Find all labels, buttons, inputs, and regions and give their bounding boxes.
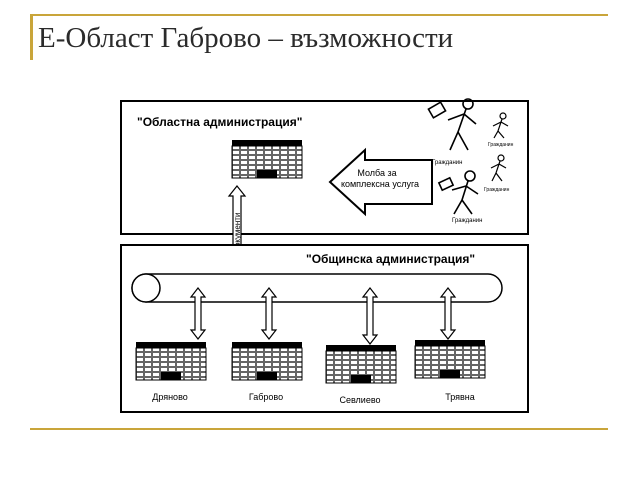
bottom-rule [30,428,608,430]
citizen-figure-3 [437,170,479,215]
building-icon-sevlievo [325,344,397,384]
slide-title: Е-Област Габрово – възможности [38,22,454,54]
request-label-line1: Молба за [357,168,396,178]
title-accent-bar [30,14,33,60]
network-bus [131,273,503,303]
municipal-admin-label: "Общинска администрация" [306,252,475,266]
request-label-line2: комплексна услуга [341,179,419,189]
top-rule [30,14,608,16]
building-icon-gabrovo [231,341,303,381]
regional-building-icon [231,139,303,179]
citizen-label-3: Гражданин [452,218,482,224]
regional-admin-box: "Областна администрация" [120,100,529,235]
municipal-link-arrows [189,287,457,345]
town-label-tryavna: Трявна [445,392,475,402]
building-icon-dryanovo [135,341,207,381]
regional-admin-label: "Областна администрация" [137,115,302,129]
town-label-gabrovo: Габрово [249,392,283,402]
citizen-label-1: Гражданин [432,160,462,166]
town-label-dryanovo: Дряново [152,392,188,402]
citizen-figure-4 [490,154,507,182]
citizen-figure-main [427,98,477,151]
citizen-label-2: Гражданин [488,142,514,148]
citizen-figure-2 [492,112,509,139]
building-icon-tryavna [414,339,486,379]
town-label-sevlievo: Севлиево [339,395,380,405]
request-arrow: Молба за комплексна услуга [328,147,433,217]
municipal-admin-box: "Общинска администрация" [120,244,529,413]
citizen-label-4: Гражданин [484,187,510,193]
